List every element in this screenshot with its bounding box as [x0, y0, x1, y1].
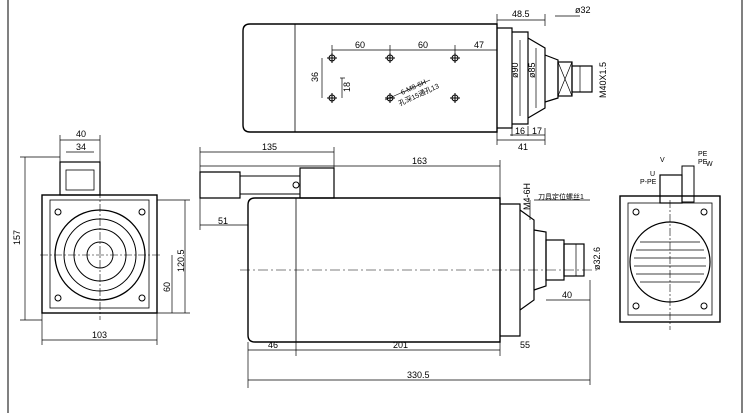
dim-m40: M40X1.5 — [598, 62, 608, 98]
label-pe-2: PE — [698, 159, 708, 166]
top-front-flange — [512, 31, 529, 125]
left-dim-lines — [20, 135, 190, 345]
side-front-taper — [519, 209, 535, 311]
side-connector-pin — [292, 181, 300, 189]
left-corner-holes — [54, 208, 146, 302]
dim-120-5: 120.5 — [176, 249, 186, 272]
right-corner-holes — [632, 208, 708, 310]
dim-60-left: 60 — [162, 282, 172, 292]
note-lock-screw: 刀具定位螺丝1 — [538, 192, 584, 201]
dim-phi32-6: ø32.6 — [592, 247, 602, 270]
top-front-taper — [527, 37, 546, 119]
mounting-holes — [327, 53, 460, 103]
label-p-pe: P-PE — [640, 179, 657, 186]
holes-leader — [384, 79, 431, 101]
dim-17: 17 — [532, 126, 542, 136]
left-connector — [59, 161, 101, 196]
top-body-outline — [242, 23, 498, 133]
dim-60-b: 60 — [418, 40, 428, 50]
label-w: W — [706, 161, 713, 168]
label-v: V — [660, 157, 665, 164]
dim-phi85: ø85 — [527, 62, 537, 78]
dim-phi32-top: ø32 — [575, 5, 591, 15]
side-motor-body — [247, 197, 501, 343]
dim-135: 135 — [262, 142, 277, 152]
dim-55: 55 — [520, 340, 530, 350]
label-pe: PE — [698, 151, 708, 158]
top-view: 48.5 ø32 60 60 47 36 18 6-M8-6H 孔深15通孔13… — [242, 5, 608, 152]
side-nose — [533, 229, 547, 291]
left-flange-inner — [49, 199, 150, 309]
dim-48-5: 48.5 — [512, 9, 530, 19]
dim-163: 163 — [412, 156, 427, 166]
dim-16: 16 — [515, 126, 525, 136]
top-nut-cross — [557, 61, 573, 97]
top-nose — [544, 54, 559, 103]
dim-201: 201 — [393, 340, 408, 350]
dim-40-left: 40 — [76, 129, 86, 139]
top-dim-lines — [321, 14, 580, 145]
side-nut — [545, 239, 565, 281]
dim-330-5: 330.5 — [407, 370, 430, 380]
dim-157: 157 — [12, 230, 22, 245]
right-view: V U W PE PE P-PE — [619, 151, 721, 330]
dim-m4: M4-6H — [522, 183, 532, 210]
side-cable-clip — [240, 175, 301, 195]
side-cable-connector — [199, 171, 241, 199]
side-connector-base — [299, 167, 335, 199]
top-collet — [571, 65, 593, 93]
dim-60-a: 60 — [355, 40, 365, 50]
dim-41: 41 — [518, 142, 528, 152]
dim-34-left: 34 — [76, 142, 86, 152]
side-dim-lines — [199, 147, 591, 388]
top-front-cap — [497, 27, 513, 129]
side-collet — [563, 243, 585, 277]
right-terminal-box-side — [681, 165, 695, 203]
dim-51: 51 — [218, 216, 228, 226]
left-view: 40 34 157 120.5 60 103 — [12, 129, 190, 345]
dim-36: 36 — [310, 72, 320, 82]
dim-phi90: ø90 — [510, 62, 520, 78]
left-connector-inner — [65, 169, 95, 191]
label-u: U — [650, 171, 655, 178]
dim-46: 46 — [268, 340, 278, 350]
dim-47: 47 — [474, 40, 484, 50]
right-terminal-box — [659, 174, 683, 204]
side-view: 135 163 51 M4-6H 刀具定位螺丝1 46 201 55 330.5… — [199, 142, 602, 388]
dim-18: 18 — [342, 82, 352, 92]
dim-103: 103 — [92, 330, 107, 340]
dim-40-side: 40 — [562, 290, 572, 300]
